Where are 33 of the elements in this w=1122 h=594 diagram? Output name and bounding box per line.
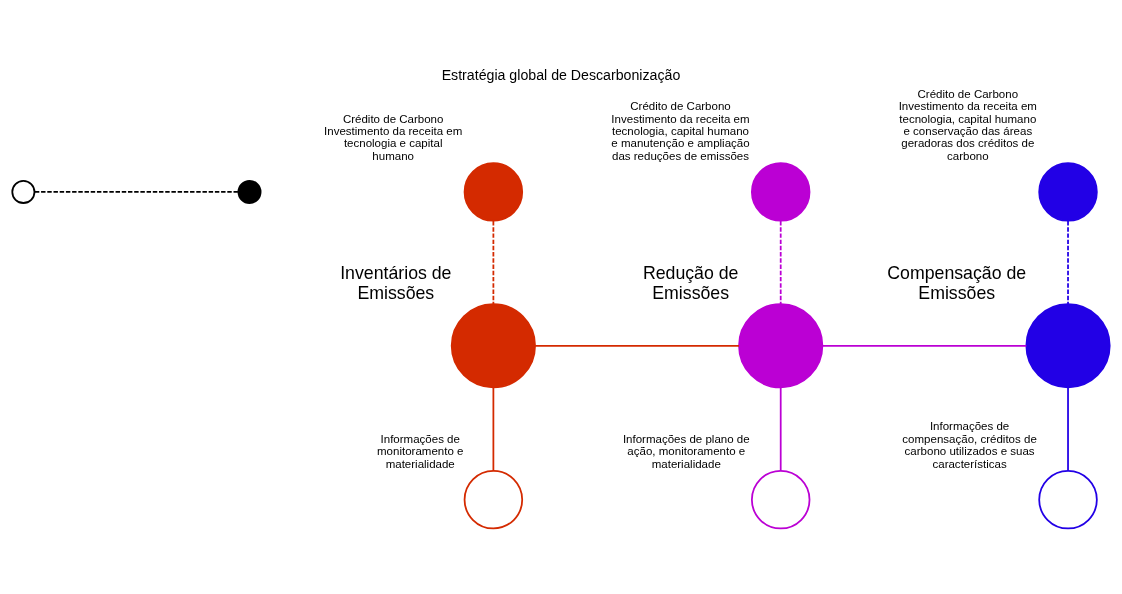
node-label: Informações de monitoramento e materialidade — [377, 432, 464, 470]
node-label: Inventários de Emissões — [340, 263, 452, 303]
node-circle — [450, 303, 536, 389]
node-label: Informações de compensação, créditos de carbono utilizados e suas características — [902, 420, 1037, 470]
node-circle — [11, 179, 36, 204]
node-label: Compensação de Emissões — [887, 263, 1027, 303]
connector — [1067, 220, 1069, 305]
node-label: Informações de plano de ação, monitoramento e materialidade — [622, 432, 750, 470]
connector — [534, 344, 740, 347]
node-label: Crédito de Carbono — [342, 112, 444, 125]
node-circle — [1025, 303, 1111, 389]
connector — [34, 191, 240, 193]
node-label: Redução de Emissões — [642, 263, 739, 303]
diagram-title: Estratégia global de Descarbonização — [441, 67, 681, 84]
connector — [779, 386, 782, 472]
node-circle — [463, 162, 524, 222]
node-circle — [237, 179, 262, 204]
node-circle — [738, 303, 824, 389]
node-circle — [751, 162, 811, 222]
node-circle — [1038, 162, 1098, 222]
connector — [821, 344, 1028, 347]
node-circle — [463, 469, 524, 530]
connector — [492, 386, 495, 472]
node-label: Investimento da receita em tecnologia, capital humano e manutenção e ampliação das reduções de emissões — [611, 112, 750, 162]
node-circle — [1038, 469, 1098, 530]
node-label: Investimento da receita em tecnologia, capital humano e conservação das áreas geradoras dos créditos de carbono — [898, 100, 1037, 162]
node-label: Investimento da receita em tecnologia e capital humano — [324, 125, 463, 162]
node-label: Crédito de Carbono — [917, 87, 1019, 100]
node-circle — [751, 469, 811, 530]
connector — [492, 220, 495, 305]
node-label: Crédito de Carbono — [630, 100, 731, 113]
connector — [1067, 386, 1069, 472]
connector — [779, 220, 782, 305]
